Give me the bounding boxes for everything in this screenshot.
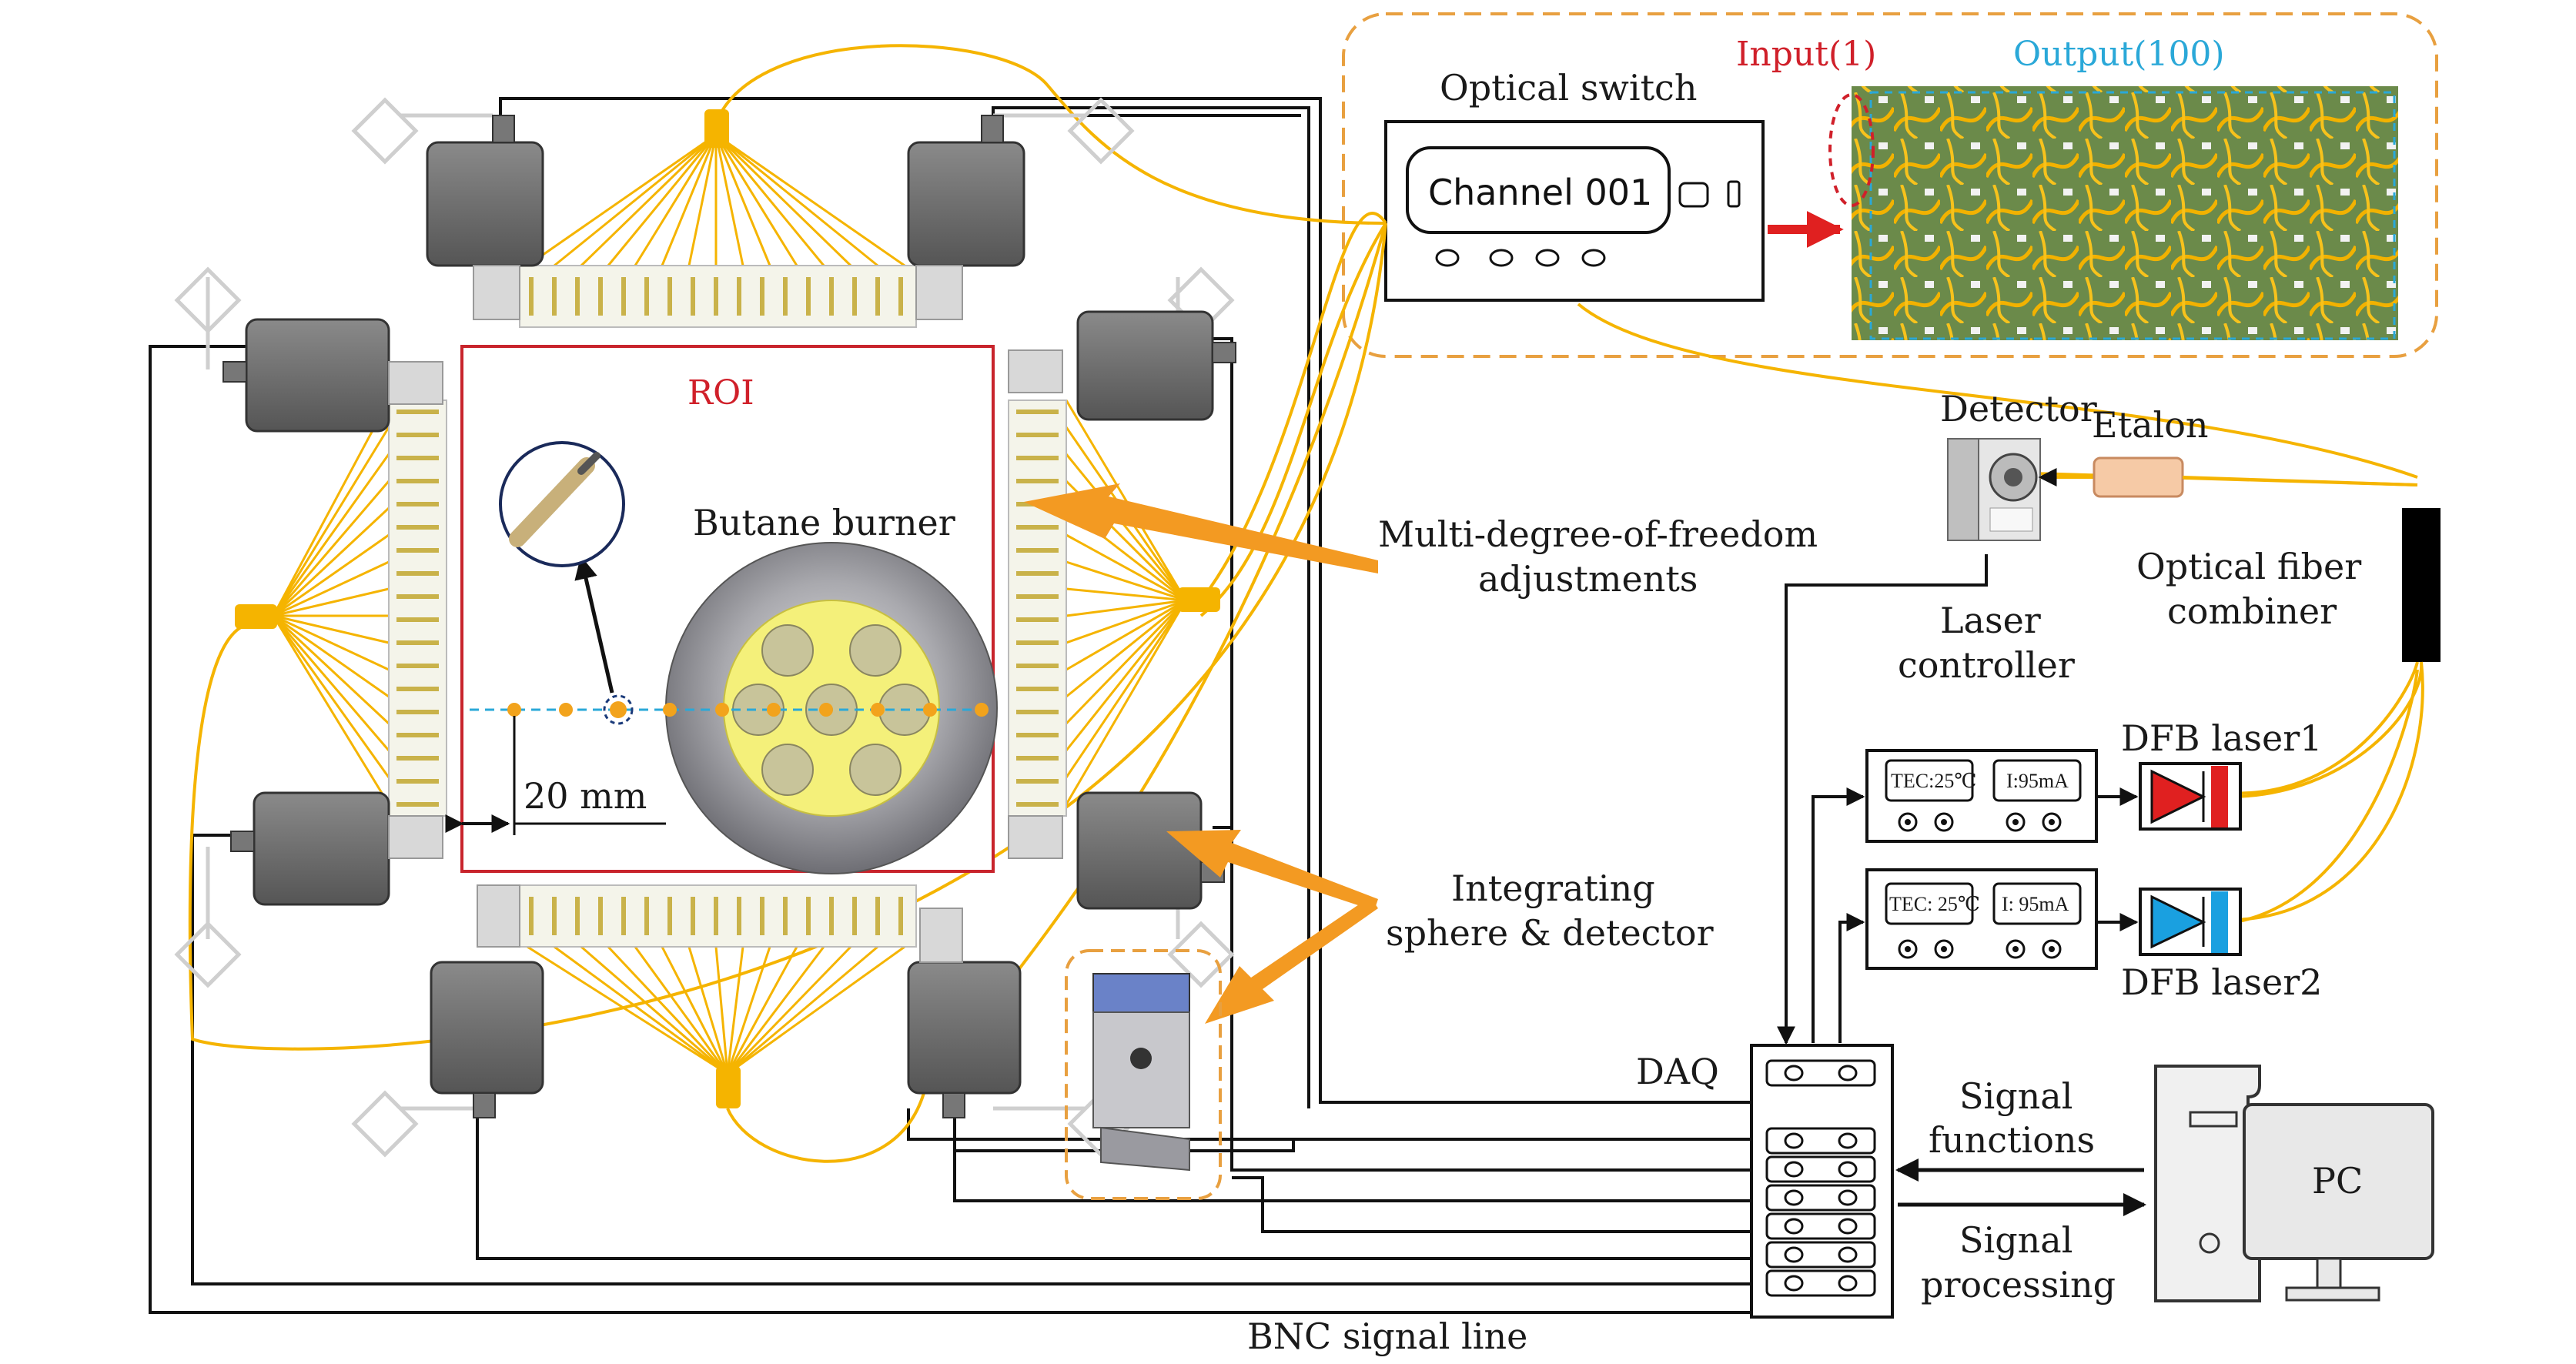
- bnc-signal-line-label: BNC signal line: [1247, 1316, 1527, 1357]
- callout-arrows: [1024, 483, 1378, 1024]
- fiber-connector-left: [235, 604, 277, 629]
- etalon-label: Etalon: [2092, 404, 2209, 446]
- switch-knobs: [1435, 249, 1606, 267]
- multi-dof-label-line2: adjustments: [1478, 558, 1698, 600]
- pc-icon: [2154, 1065, 2434, 1302]
- combiner-feeds: [2228, 661, 2424, 921]
- roi-label: ROI: [687, 373, 754, 413]
- multi-dof-label-line1: Multi-degree-of-freedom: [1378, 513, 1818, 555]
- integrating-label-line2: sphere & detector: [1386, 912, 1714, 954]
- optical-switch-label: Optical switch: [1440, 67, 1697, 109]
- optical-fiber-combiner: [2402, 508, 2441, 662]
- sphere-detail-region: [1065, 949, 1222, 1200]
- etalon-fiber: [2182, 476, 2418, 486]
- laser-controller-label-line2: controller: [1898, 644, 2075, 686]
- sensor-rail-right-ticks: [1016, 410, 1059, 807]
- switch-led: [1727, 180, 1741, 208]
- controller2-knob-dots: [1905, 946, 2055, 952]
- measurement-points: [507, 701, 989, 718]
- signal-functions-line2: functions: [1929, 1119, 2095, 1161]
- current2-display: [1992, 882, 2082, 925]
- detector-device: [1947, 438, 2041, 541]
- input-label: Input(1): [1736, 35, 1876, 74]
- signal-processing-line1: Signal: [1959, 1219, 2073, 1261]
- sensor-rail-top-ticks: [529, 277, 903, 316]
- integrating-sphere-boxes: [245, 141, 1214, 1095]
- dfb-laser-2: [2139, 888, 2242, 956]
- channel-display-text: Channel 001: [1428, 172, 1652, 213]
- fiber-connector-bottom: [716, 1066, 741, 1108]
- sensor-rail-right: [1008, 400, 1067, 817]
- output-label: Output(100): [2013, 35, 2225, 74]
- tec2-text: TEC: 25℃: [1889, 893, 1980, 915]
- dfb2-label: DFB laser2: [2121, 961, 2322, 1003]
- etalon: [2093, 456, 2184, 498]
- tec2-display: [1885, 882, 1974, 925]
- sensor-rail-bottom-ticks: [529, 897, 903, 935]
- dfb-laser-1: [2139, 762, 2242, 831]
- signal-processing-line2: processing: [1921, 1264, 2116, 1305]
- probe-image: [509, 452, 601, 547]
- input-dashed-ellipse: [1828, 93, 1875, 207]
- probe-highlight: [603, 694, 634, 725]
- fiber-fan-bottom: [527, 945, 905, 1075]
- current1-text: I:95mA: [2006, 770, 2069, 792]
- current2-text: I: 95mA: [2002, 893, 2069, 915]
- fiber-fan-right: [1065, 400, 1187, 805]
- integrating-sphere-detail: [1092, 973, 1190, 1172]
- fiber-combiner-label-line1: Optical fiber: [2136, 546, 2361, 587]
- fiber-fan-left: [272, 400, 390, 805]
- butane-burner-label: Butane burner: [693, 502, 955, 543]
- probe-zoom-circle: [499, 441, 625, 567]
- controller1-knob-dots: [1905, 819, 2055, 825]
- sensor-rail-left-ticks: [396, 410, 439, 807]
- pc-label: PC: [2312, 1160, 2363, 1202]
- tec1-display: [1885, 759, 1974, 802]
- laser-controller-label-line1: Laser: [1940, 600, 2041, 641]
- daq-label: DAQ: [1636, 1051, 1719, 1092]
- current1-display: [1992, 759, 2082, 802]
- fiber-connector-right: [1178, 587, 1220, 612]
- fiber-fan-top: [527, 133, 905, 267]
- dimension-label: 20 mm: [524, 775, 647, 817]
- signal-functions-line1: Signal: [1959, 1075, 2073, 1117]
- daq-control-wires: [1777, 554, 1988, 1045]
- fiber-combiner-label-line2: combiner: [2167, 590, 2337, 632]
- dfb1-label: DFB laser1: [2121, 717, 2322, 759]
- probe-pointer-arrow: [574, 556, 614, 694]
- optical-switch-region: [1342, 12, 2438, 358]
- optical-switch-display: [1406, 146, 1671, 234]
- detector-label: Detector: [1940, 388, 2097, 430]
- tec1-text: TEC:25℃: [1891, 770, 1976, 792]
- box-mount-tabs: [388, 265, 1063, 963]
- fiber-bundle-photo: [1852, 86, 2398, 340]
- integrating-label-line1: Integrating: [1451, 868, 1655, 909]
- daq-ports: [1784, 1065, 1858, 1292]
- output-dashed-box: [1869, 91, 2396, 340]
- fiber-connector-top: [704, 109, 729, 148]
- switch-button: [1678, 182, 1709, 208]
- sensor-rail-left: [388, 400, 447, 817]
